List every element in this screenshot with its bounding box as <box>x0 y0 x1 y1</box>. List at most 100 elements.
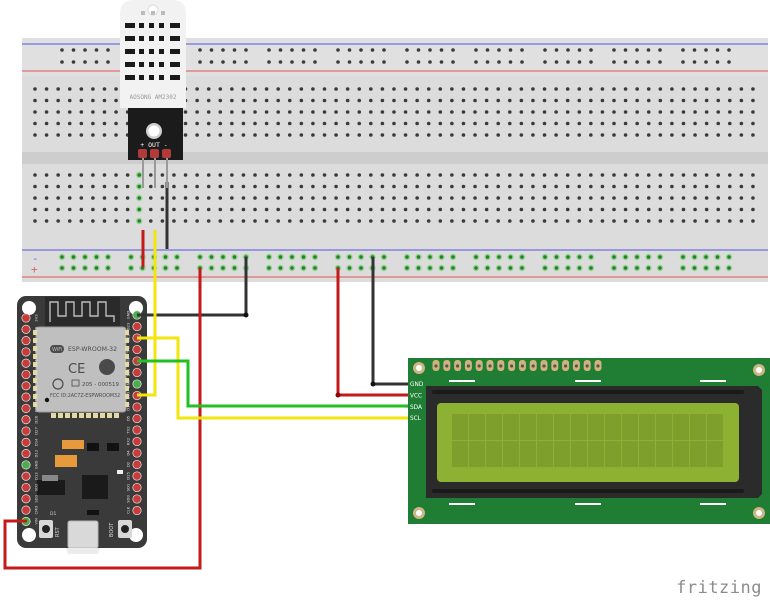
breadboard-hole[interactable] <box>106 48 110 52</box>
breadboard-hole[interactable] <box>44 110 49 114</box>
breadboard-hole[interactable] <box>359 266 363 270</box>
breadboard-hole[interactable] <box>91 196 95 200</box>
breadboard-hole[interactable] <box>195 110 199 114</box>
breadboard-hole[interactable] <box>114 173 118 177</box>
breadboard-hole[interactable] <box>612 110 616 114</box>
breadboard-hole[interactable] <box>230 219 234 223</box>
breadboard-hole[interactable] <box>44 196 49 200</box>
breadboard-hole[interactable] <box>405 48 409 52</box>
breadboard-hole[interactable] <box>658 219 663 223</box>
breadboard-hole[interactable] <box>507 98 512 103</box>
breadboard-hole[interactable] <box>693 98 697 103</box>
breadboard-hole[interactable] <box>276 173 280 177</box>
breadboard-hole[interactable] <box>635 133 639 137</box>
breadboard-hole[interactable] <box>623 133 628 137</box>
breadboard-hole[interactable] <box>79 121 84 126</box>
breadboard-hole[interactable] <box>461 121 466 126</box>
breadboard-hole[interactable] <box>728 184 732 189</box>
breadboard-hole[interactable] <box>635 219 639 223</box>
esp32-pin-d33[interactable] <box>21 392 31 402</box>
breadboard-hole[interactable] <box>716 173 721 177</box>
breadboard-hole[interactable] <box>704 219 709 223</box>
breadboard-hole[interactable] <box>681 48 685 52</box>
breadboard-hole[interactable] <box>428 255 432 259</box>
breadboard-hole[interactable] <box>253 219 257 223</box>
breadboard-hole[interactable] <box>635 87 639 91</box>
breadboard-hole[interactable] <box>415 219 419 223</box>
breadboard-hole[interactable] <box>693 173 697 177</box>
breadboard-hole[interactable] <box>474 255 478 259</box>
breadboard-hole[interactable] <box>507 219 512 223</box>
breadboard-hole[interactable] <box>739 173 744 177</box>
breadboard-hole[interactable] <box>739 110 744 114</box>
breadboard-hole[interactable] <box>681 98 686 103</box>
breadboard-hole[interactable] <box>496 173 501 177</box>
breadboard-hole[interactable] <box>715 60 720 64</box>
breadboard-hole[interactable] <box>658 133 663 137</box>
breadboard-hole[interactable] <box>369 87 373 91</box>
breadboard-hole[interactable] <box>230 87 234 91</box>
breadboard-hole[interactable] <box>681 173 686 177</box>
breadboard-hole[interactable] <box>299 110 304 114</box>
breadboard-hole[interactable] <box>473 87 477 91</box>
breadboard-hole[interactable] <box>290 60 294 64</box>
breadboard-hole[interactable] <box>681 196 686 200</box>
breadboard-hole[interactable] <box>94 48 99 52</box>
breadboard-hole[interactable] <box>206 219 211 223</box>
breadboard-hole[interactable] <box>403 196 408 200</box>
breadboard-hole[interactable] <box>172 219 176 223</box>
breadboard-hole[interactable] <box>278 48 283 52</box>
breadboard-hole[interactable] <box>267 266 271 270</box>
breadboard-hole[interactable] <box>91 110 95 114</box>
breadboard-hole[interactable] <box>334 219 338 223</box>
breadboard-hole[interactable] <box>623 60 628 64</box>
breadboard-hole[interactable] <box>577 98 582 103</box>
breadboard-hole[interactable] <box>554 173 558 177</box>
breadboard-hole[interactable] <box>403 207 408 212</box>
breadboard-hole[interactable] <box>681 266 685 270</box>
sensor-pin-out[interactable] <box>150 149 159 158</box>
breadboard-hole[interactable] <box>160 196 165 200</box>
breadboard-hole[interactable] <box>359 60 363 64</box>
breadboard-hole[interactable] <box>612 173 616 177</box>
breadboard-hole[interactable] <box>681 133 686 137</box>
breadboard-hole[interactable] <box>149 207 153 212</box>
breadboard-hole[interactable] <box>693 184 697 189</box>
breadboard-hole[interactable] <box>693 219 697 223</box>
breadboard-hole[interactable] <box>287 110 292 114</box>
breadboard-hole[interactable] <box>507 110 512 114</box>
breadboard-hole[interactable] <box>461 207 466 212</box>
breadboard-hole[interactable] <box>519 133 524 137</box>
breadboard-hole[interactable] <box>287 87 292 91</box>
breadboard-hole[interactable] <box>44 207 49 212</box>
breadboard-hole[interactable] <box>322 121 327 126</box>
breadboard-hole[interactable] <box>221 60 225 64</box>
breadboard-hole[interactable] <box>287 207 292 212</box>
breadboard-hole[interactable] <box>484 219 489 223</box>
breadboard-hole[interactable] <box>287 121 292 126</box>
breadboard-hole[interactable] <box>565 207 570 212</box>
breadboard-hole[interactable] <box>357 87 362 91</box>
breadboard-hole[interactable] <box>382 60 386 64</box>
breadboard-hole[interactable] <box>565 110 570 114</box>
breadboard-hole[interactable] <box>565 173 570 177</box>
breadboard-hole[interactable] <box>439 60 444 64</box>
breadboard-hole[interactable] <box>347 60 352 64</box>
breadboard-hole[interactable] <box>299 121 304 126</box>
breadboard-hole[interactable] <box>450 121 454 126</box>
breadboard-hole[interactable] <box>415 87 419 91</box>
breadboard-hole[interactable] <box>206 87 211 91</box>
breadboard-hole[interactable] <box>600 121 605 126</box>
breadboard-hole[interactable] <box>195 87 199 91</box>
breadboard-hole[interactable] <box>218 173 223 177</box>
breadboard-hole[interactable] <box>183 207 188 212</box>
breadboard-hole[interactable] <box>554 133 558 137</box>
breadboard-hole[interactable] <box>160 184 165 189</box>
breadboard-hole[interactable] <box>264 196 269 200</box>
breadboard-hole[interactable] <box>497 255 501 259</box>
breadboard-hole[interactable] <box>670 121 674 126</box>
breadboard-hole[interactable] <box>183 121 188 126</box>
breadboard-hole[interactable] <box>519 87 524 91</box>
breadboard-hole[interactable] <box>751 121 755 126</box>
esp32-pin-d5[interactable] <box>132 413 142 424</box>
